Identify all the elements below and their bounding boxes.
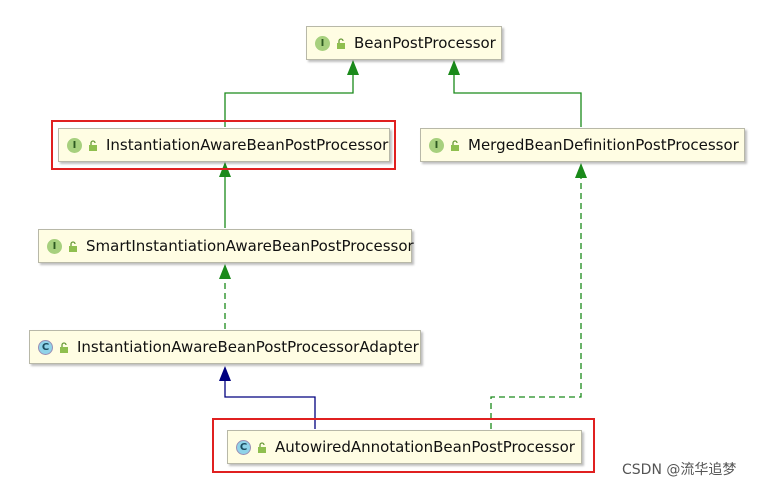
node-label: InstantiationAwareBeanPostProcessor [106,136,389,154]
edge-iabpp-to-bpp [224,73,354,127]
node-label: BeanPostProcessor [354,34,496,52]
arrowhead-bpp-left [347,60,359,75]
public-lock-icon [60,341,68,353]
arrowhead-iabppa [219,366,231,381]
node-label: MergedBeanDefinitionPostProcessor [468,136,739,154]
node-instantiation-aware-bpp[interactable]: I InstantiationAwareBeanPostProcessor [58,128,390,162]
edge-mbdpp-to-bpp [453,73,582,127]
arrowhead-bpp-right [448,60,460,75]
node-label: SmartInstantiationAwareBeanPostProcessor [86,237,414,255]
public-lock-icon [258,441,266,453]
public-lock-icon [337,37,345,49]
node-instantiation-aware-bpp-adapter[interactable]: C InstantiationAwareBeanPostProcessorAda… [29,330,421,364]
interface-icon: I [67,137,82,153]
watermark: CSDN @流华追梦 [622,462,737,478]
node-smart-instantiation-aware-bpp[interactable]: I SmartInstantiationAwareBeanPostProcess… [38,229,414,263]
arrowhead-mbdpp [575,163,587,178]
node-bean-post-processor[interactable]: I BeanPostProcessor [306,26,502,60]
interface-icon: I [315,35,330,51]
public-lock-icon [89,139,97,151]
edge-aabpp-to-iabppa [224,380,316,429]
node-merged-bean-definition-pp[interactable]: I MergedBeanDefinitionPostProcessor [420,128,745,162]
interface-icon: I [429,137,444,153]
class-icon: C [38,339,53,355]
highlight-box-iabpp [51,120,396,170]
arrowhead-siabpp [219,264,231,279]
node-label: AutowiredAnnotationBeanPostProcessor [275,438,575,456]
public-lock-icon [451,139,459,151]
node-label: InstantiationAwareBeanPostProcessorAdapt… [77,338,419,356]
highlight-box-aabpp [212,418,595,473]
node-autowired-annotation-bpp[interactable]: C AutowiredAnnotationBeanPostProcessor [227,430,582,464]
class-icon: C [236,439,251,455]
public-lock-icon [69,240,77,252]
interface-icon: I [47,238,62,254]
edge-aabpp-to-mbdpp [490,177,582,429]
